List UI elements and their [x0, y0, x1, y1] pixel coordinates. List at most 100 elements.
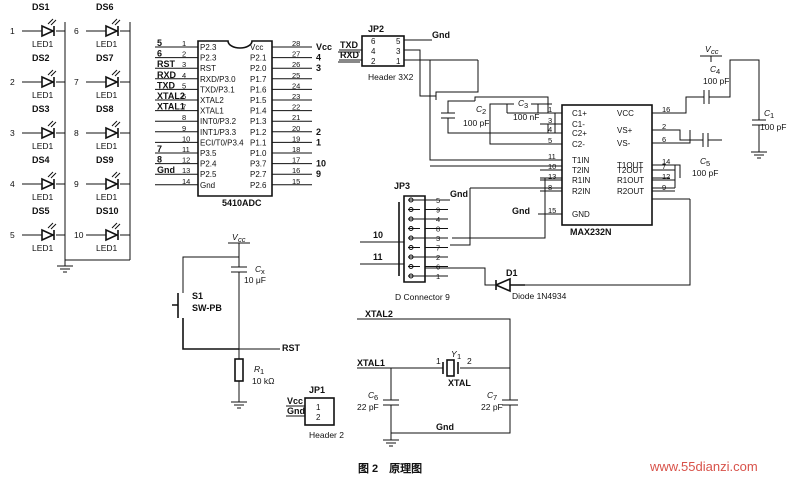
max232-pin-name: C2-: [572, 140, 585, 149]
max232-pin-name: R2OUT: [617, 187, 644, 196]
mcu-net-label: XTAL1: [157, 102, 185, 112]
jp1-body: [304, 397, 335, 426]
rst-net: RST: [282, 343, 301, 353]
cap-ref: C: [518, 98, 525, 108]
mcu-pin-number: 13: [182, 166, 190, 175]
led-label: LED1: [96, 39, 118, 49]
resistor-value: 10 kΩ: [252, 376, 274, 386]
max232-power-wiring: [652, 59, 760, 150]
max232-pin-name: R1OUT: [617, 176, 644, 185]
led-label: LED1: [32, 243, 54, 253]
led-label: LED1: [96, 141, 118, 151]
vcc-label-reset: V cc: [228, 232, 250, 244]
mcu-pin-name: P2.3: [200, 54, 217, 63]
cap-value: 100 pF: [703, 76, 729, 86]
cap-sub: 4: [716, 67, 720, 76]
crystal-gnd-net: Gnd: [436, 422, 454, 432]
mcu-pin-name: P2.4: [200, 160, 217, 169]
vcc-label-right: V cc: [700, 44, 722, 62]
mcu-pin-name: INT0/P3.2: [200, 117, 237, 126]
jp1-pin: 1: [316, 403, 321, 412]
max232-pin-number: 15: [548, 206, 556, 215]
mcu-pin-number: 26: [292, 60, 300, 69]
led-ref: DS8: [96, 104, 114, 114]
jp2-label: Header 3X2: [368, 72, 414, 82]
max232-pin-name: VS+: [617, 126, 633, 135]
mcu-pin-name: P1.5: [250, 96, 267, 105]
max232-pin-number: 14: [662, 157, 670, 166]
cap-value: 100 pF: [692, 168, 718, 178]
max232-pin-number: 11: [548, 152, 556, 161]
jp2-header: JP2 Header 3X2 6 4 2 5 3 1 TXD RXD Gnd: [338, 24, 478, 100]
mcu-net-label: Gnd: [157, 165, 175, 175]
mcu-pin-number: 11: [182, 145, 190, 154]
max232-pin-number: 6: [662, 135, 666, 144]
cap-ref: C: [368, 390, 375, 400]
max232-pin-number: 7: [662, 162, 666, 171]
max232-pin-number: 1: [548, 105, 552, 114]
mcu-pin-number: 19: [292, 134, 300, 143]
switch-ref: S1: [192, 291, 203, 301]
mcu-pin-number: 17: [292, 156, 300, 165]
mcu-pin-number: 4: [182, 71, 186, 80]
xtal1-net: XTAL1: [357, 358, 385, 368]
mcu-pin-number: 8: [182, 113, 186, 122]
capacitor-c1: C 1 100 pF: [752, 108, 786, 132]
mcu-pin-name: TXD/P3.1: [200, 85, 235, 94]
mcu-pin-number: 6: [182, 92, 186, 101]
mcu-pin-number: 20: [292, 124, 300, 133]
jp2-pin: 6: [371, 37, 376, 46]
mcu-pin-number: 2: [182, 50, 186, 59]
mcu-pin-number: 5: [182, 81, 186, 90]
mcu-net-label: XTAL2: [157, 91, 185, 101]
max232-pin-name: VCC: [617, 109, 634, 118]
jp1-ref: JP1: [309, 385, 325, 395]
led-ref: DS1: [32, 2, 50, 12]
mcu-net-label: Vcc: [316, 42, 332, 52]
ground-symbol: [57, 260, 73, 273]
cap-value: 100 pF: [463, 118, 489, 128]
mcu-pin-name: INT1/P3.3: [200, 128, 237, 137]
cap-value: 22 pF: [481, 402, 503, 412]
jp2-pin: 4: [371, 47, 376, 56]
led-net-number: 8: [74, 128, 79, 138]
jp2-net-txd: TXD: [340, 40, 359, 50]
jp2-pin: 2: [371, 57, 376, 66]
mcu-net-label: 2: [316, 127, 321, 137]
mcu-pin-name: P2.5: [200, 170, 217, 179]
cap-ref: C: [764, 108, 771, 118]
jp2-net-gnd: Gnd: [432, 30, 450, 40]
cap-value: 22 pF: [357, 402, 379, 412]
max232-pin-name: C1-: [572, 120, 585, 129]
jp2-pin: 1: [396, 57, 401, 66]
mcu-pin-name: RXD/P3.0: [200, 75, 236, 84]
mcu-body: [197, 40, 273, 197]
max232-pin-name: T2IN: [572, 166, 590, 175]
max232-pin-number: 4: [548, 125, 552, 134]
cap-ref: C: [255, 264, 262, 274]
jp3-ref: JP3: [394, 181, 410, 191]
mcu-pin-number: 24: [292, 81, 300, 90]
mcu-pin-name: Vcc: [250, 43, 263, 52]
crystal-sub: 1: [457, 352, 461, 361]
resistor-ref: R: [254, 364, 260, 374]
crystal-label: XTAL: [448, 378, 471, 388]
crystal-pin: 1: [436, 356, 441, 366]
led-ref: DS3: [32, 104, 50, 114]
led-net-number: 9: [74, 179, 79, 189]
max232-pin-name: VS-: [617, 139, 631, 148]
max232-gnd-net: Gnd: [512, 206, 530, 216]
mcu-pin-name: P1.3: [250, 117, 267, 126]
led-label: LED1: [32, 39, 54, 49]
mcu-pin-name: P2.3: [200, 43, 217, 52]
jp2-pin: 3: [396, 47, 401, 56]
mcu-pin-number: 16: [292, 166, 300, 175]
led-label: LED1: [32, 141, 54, 151]
led-ref: DS4: [32, 155, 50, 165]
mcu-pin-number: 14: [182, 177, 190, 186]
capacitor-c4: C 4 100 pF: [703, 64, 729, 104]
led-net-number: 3: [10, 128, 15, 138]
